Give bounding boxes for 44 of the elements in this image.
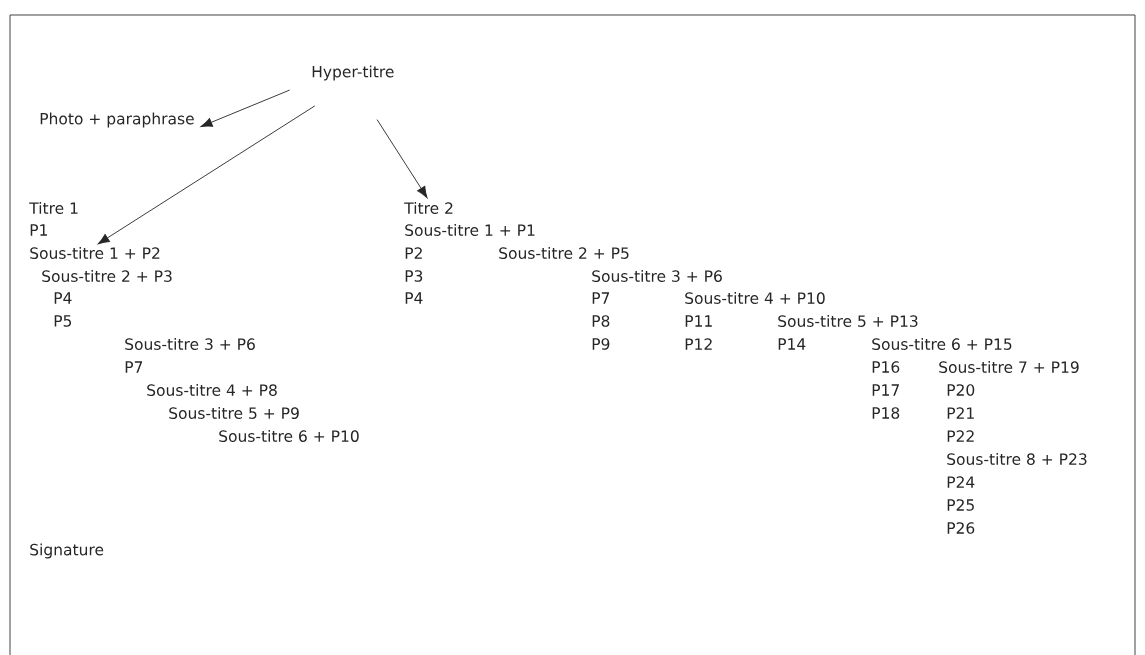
outline-text: Sous-titre 2 + P3: [42, 270, 172, 282]
outline-text: Sous-titre 7 + P19: [939, 361, 1079, 373]
outline-text: P16: [872, 361, 900, 373]
outline-text: Sous-titre 3 + P6: [125, 338, 255, 350]
outline-text: P4: [405, 292, 423, 304]
outline-text: P24: [947, 476, 975, 488]
outline-text: P5: [54, 315, 72, 327]
outline-text: Sous-titre 6 + P10: [219, 430, 359, 442]
heading-text: Hyper-titre: [312, 65, 394, 81]
outline-text: P18: [872, 407, 900, 419]
outline-text: P14: [778, 338, 806, 350]
outline-text: P21: [947, 407, 974, 419]
outline-text: Signature: [30, 543, 104, 559]
arrow: [200, 89, 291, 127]
arrow: [376, 119, 428, 199]
outline-text: Sous-titre 5 + P9: [169, 407, 299, 419]
outline-text: P17: [872, 384, 899, 396]
outline-text: Sous-titre 2 + P5: [499, 247, 629, 259]
outline-text: Sous-titre 4 + P10: [685, 292, 825, 304]
outline-text: Sous-titre 5 + P13: [778, 315, 918, 327]
outline-text: P3: [405, 270, 423, 282]
outline-text: P20: [947, 384, 975, 396]
outline-text: P2: [405, 247, 422, 259]
arrow: [97, 105, 316, 245]
outline-text: P9: [592, 338, 610, 350]
outline-text: Sous-titre 1 + P1: [405, 224, 535, 236]
outline-text: Titre 1: [29, 202, 78, 214]
outline-text: P7: [592, 292, 610, 304]
outline-text: Sous-titre 8 + P23: [947, 453, 1087, 465]
outline-text: Sous-titre 4 + P8: [147, 384, 277, 396]
outline-text: P22: [947, 430, 974, 442]
outline-text: P7: [125, 361, 143, 373]
outline-text: P1: [30, 224, 47, 236]
outline-text: P4: [54, 292, 72, 304]
outline-text: Sous-titre 6 + P15: [872, 338, 1012, 350]
heading-text: Titre 2: [404, 202, 453, 214]
outline-text: P25: [947, 499, 974, 511]
outline-text: P11: [685, 315, 712, 327]
outline-text: P8: [592, 315, 610, 327]
heading-text: Sous-titre 1 + P2: [30, 247, 160, 259]
outline-text: Sous-titre 3 + P6: [592, 270, 722, 282]
outline-text: P12: [685, 338, 712, 350]
heading-text: Photo + paraphrase: [40, 112, 194, 128]
outline-text: P26: [947, 522, 975, 534]
